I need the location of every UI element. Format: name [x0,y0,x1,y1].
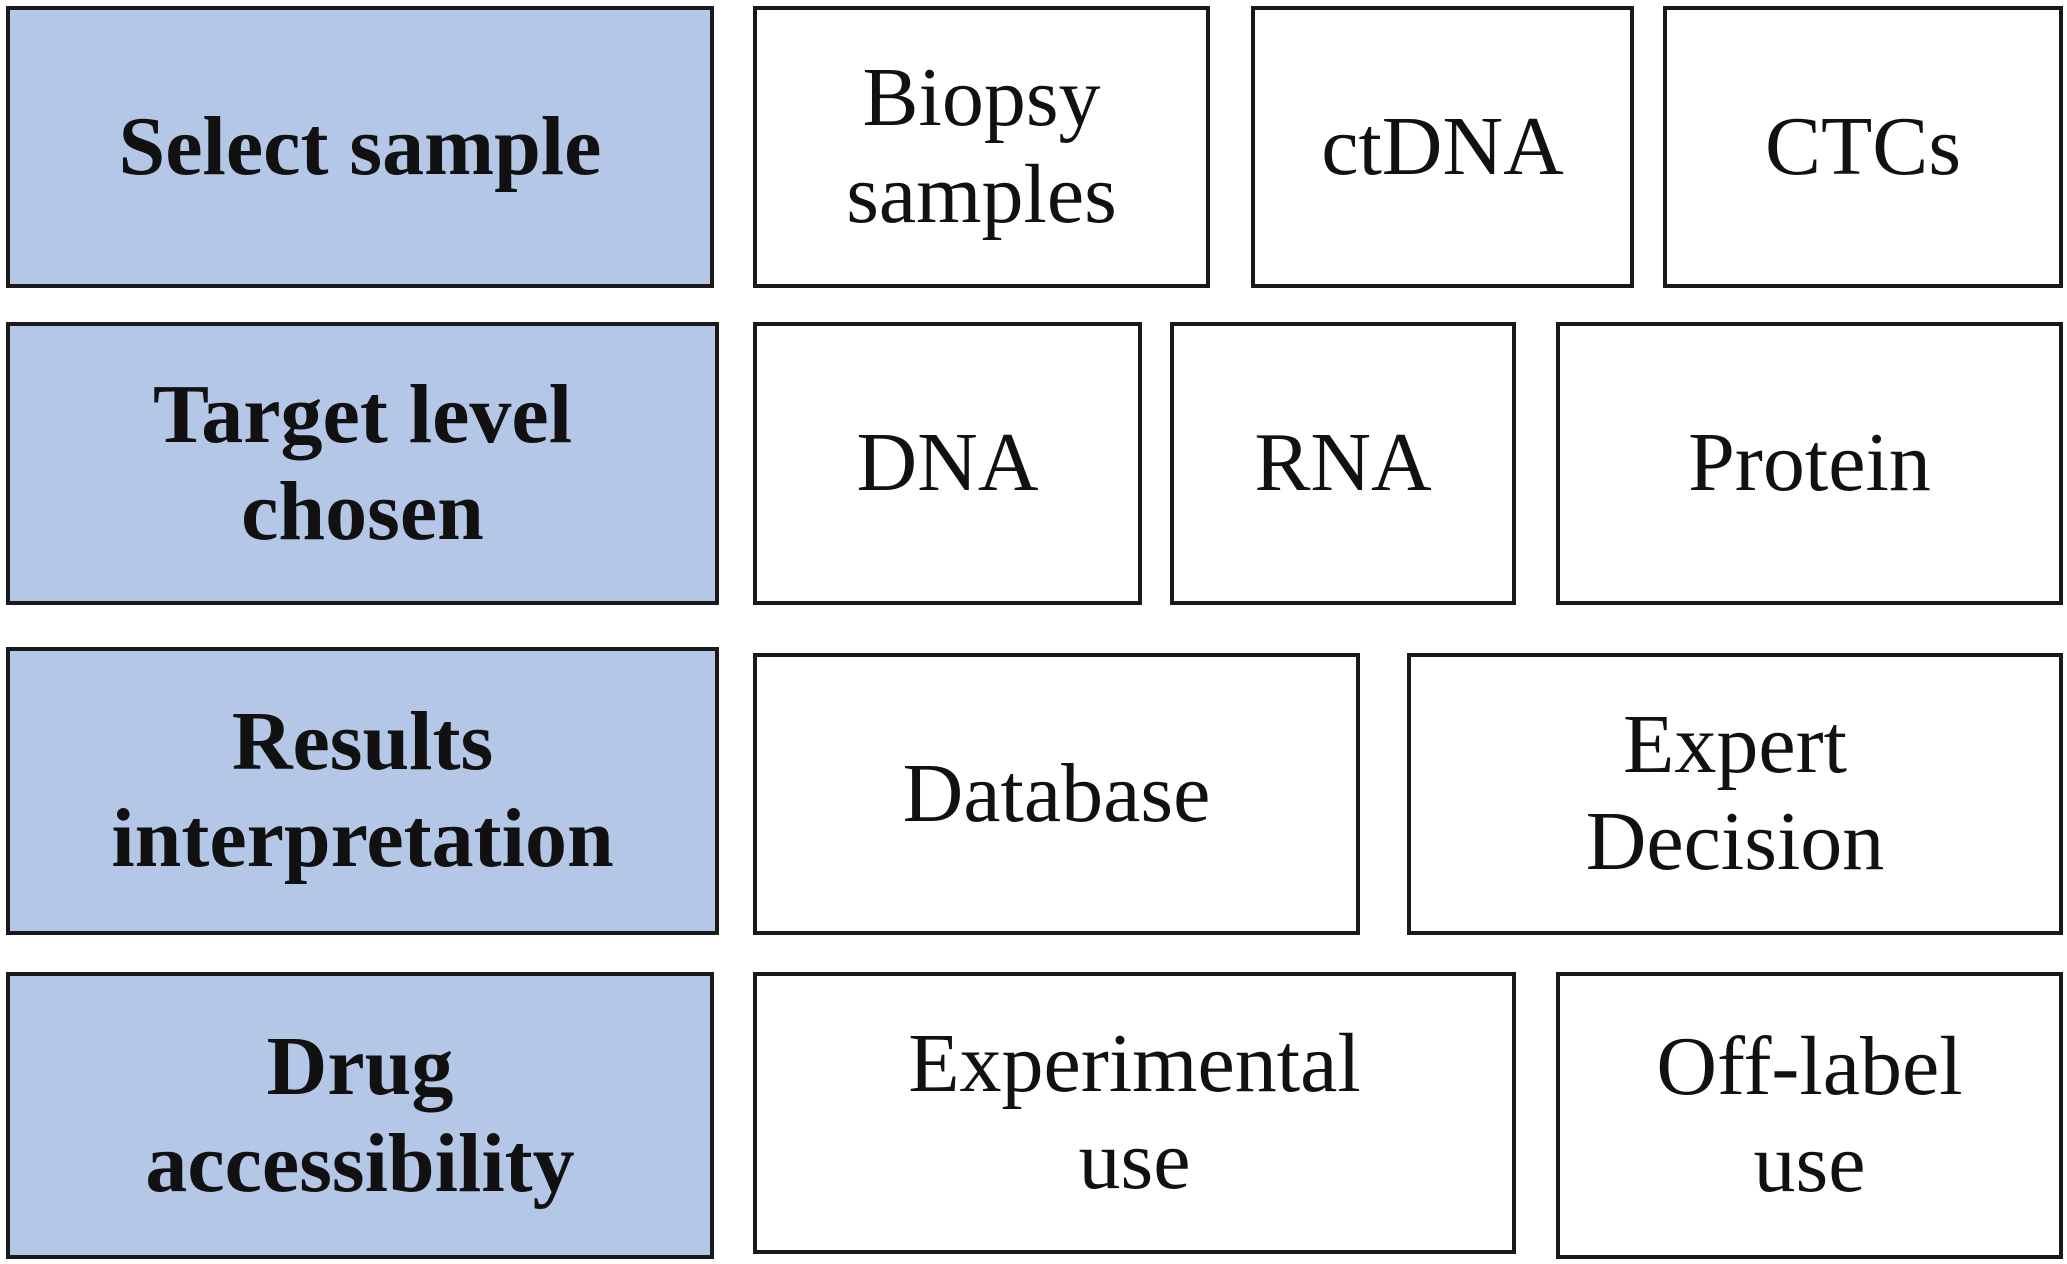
option-label: RNA [1254,416,1432,510]
option-ctcs: CTCs [1663,6,2063,288]
row-header-target-level: Target level chosen [6,322,719,605]
option-label: CTCs [1764,99,1962,193]
option-biopsy-samples: Biopsy samples [753,6,1210,288]
option-off-label-use: Off-label use [1556,972,2063,1259]
option-label: Database [902,746,1211,840]
option-label: ctDNA [1321,99,1564,193]
row-header-label: Target level chosen [152,367,573,558]
option-experimental-use: Experimental use [753,972,1516,1254]
option-protein: Protein [1556,322,2063,605]
option-database: Database [753,653,1360,935]
row-header-select-sample: Select sample [6,6,714,288]
option-expert-decision: Expert Decision [1407,653,2063,935]
option-label: Experimental use [908,1017,1361,1207]
option-rna: RNA [1170,322,1516,605]
row-header-drug-accessibility: Drug accessibility [6,972,714,1259]
option-label: Biopsy samples [846,51,1117,241]
row-header-label: Results interpretation [111,695,614,885]
row-header-label: Drug accessibility [145,1019,575,1210]
option-label: Off-label use [1656,1019,1963,1210]
option-label: Protein [1688,416,1931,510]
row-header-results-interpretation: Results interpretation [6,647,719,935]
option-label: DNA [856,416,1039,510]
row-header-label: Select sample [118,99,602,193]
option-ctdna: ctDNA [1251,6,1634,288]
option-label: Expert Decision [1585,698,1885,888]
option-dna: DNA [753,322,1142,605]
